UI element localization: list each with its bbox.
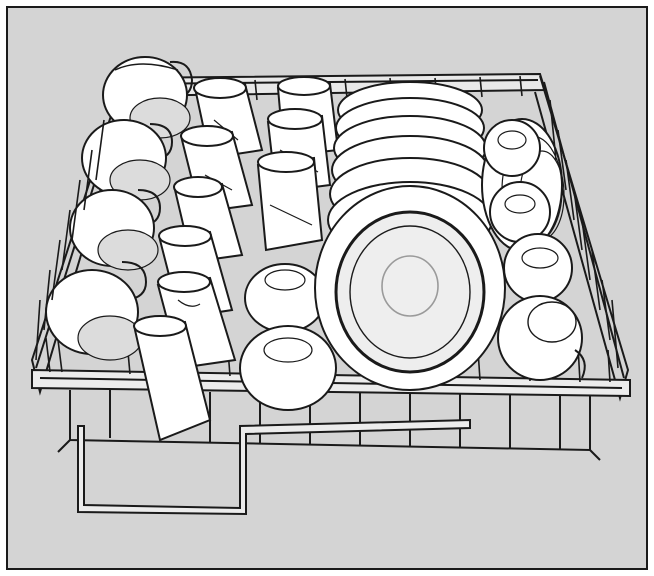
- cup-3: [69, 189, 162, 271]
- illustration-frame: [6, 6, 648, 570]
- cup-right-2: [489, 181, 551, 243]
- cup-right-1: [483, 119, 541, 177]
- cup-4: [45, 261, 148, 361]
- glass-6: [133, 315, 212, 442]
- cup-right-3: [503, 233, 573, 303]
- cup-2: [81, 119, 174, 201]
- glass-9: [256, 151, 324, 252]
- basket-lower-frame: [57, 390, 601, 461]
- basket-handle: [77, 418, 471, 516]
- right-dishes-group: [481, 118, 586, 381]
- plate-front: [314, 185, 506, 391]
- cup-right-4: [497, 295, 586, 381]
- bowl-1: [244, 263, 326, 333]
- plates-stack: [314, 81, 506, 391]
- basket-foreground-wires: [35, 99, 619, 369]
- bowl-2: [239, 325, 337, 411]
- cup-row-left: [45, 56, 194, 361]
